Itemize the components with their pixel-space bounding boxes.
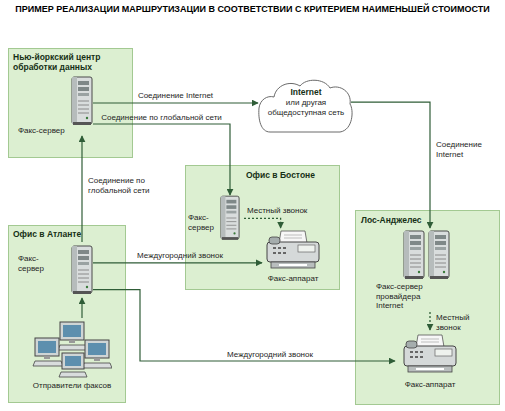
fax-server: Факс-сервер <box>18 242 93 298</box>
fax-machine: Факс-аппарат <box>395 330 465 392</box>
connection-line <box>81 298 82 318</box>
connection-line <box>81 136 82 242</box>
connection-line <box>93 102 258 103</box>
node-label: Факс-сервер провайдера Internet <box>376 282 438 311</box>
connection-label: Местный звонок <box>247 206 327 216</box>
connection-label: Соединение Internet <box>93 91 258 101</box>
server-icon <box>72 246 92 294</box>
fax-machine: Факс-аппарат <box>262 228 324 286</box>
connection-label: Соединение по глобальной сети <box>93 113 230 123</box>
site-box: Офис в АтлантеФакс-серверОтправители фак… <box>8 225 126 403</box>
site-box: Нью-йоркский центр обработки данныхФакс-… <box>8 48 133 158</box>
node-label: Факс-сервер <box>188 213 220 232</box>
node-heading: Internet <box>264 87 348 97</box>
connection-label: Местный звонок <box>436 313 486 332</box>
node-label: Факс-сервер <box>18 126 70 136</box>
node-heading: Лос-Анджелес <box>361 215 441 225</box>
server-icon <box>221 196 239 240</box>
site-box: Лос-АнджелесФакс-сервер провайдера Inter… <box>355 210 500 405</box>
isp-fax-server: Факс-сервер провайдера Internet <box>368 228 468 312</box>
fax-server: Факс-сервер <box>18 76 93 136</box>
server-icon <box>72 77 92 125</box>
server-icon <box>429 231 449 279</box>
connection-line <box>93 290 395 361</box>
site-box: Офис в БостонеФакс-серверФакс-аппарат <box>185 165 340 290</box>
connection-line <box>93 262 262 263</box>
connection-label: Междугородний звонок <box>100 251 260 261</box>
server-icon <box>404 231 424 279</box>
cloud-shape <box>259 80 352 132</box>
node-label: или другая общедоступная сеть <box>266 98 346 117</box>
connection-label: Соединение по глобальной сети <box>88 176 176 195</box>
fax-machine-icon <box>404 335 456 372</box>
fax-server: Факс-сервер <box>188 195 244 247</box>
node-label: Отправители факсов <box>22 381 122 391</box>
node-label: Факс-аппарат <box>262 274 324 284</box>
connection-label: Соединение Internet <box>436 140 500 159</box>
node-label: Факс-аппарат <box>395 380 465 390</box>
node-label: Факс-сервер <box>18 254 60 273</box>
node-heading: Нью-йоркский центр обработки данных <box>13 52 125 72</box>
local-call-line <box>244 218 281 228</box>
fax-senders: Отправители факсов <box>22 318 122 396</box>
connection-label: Междугородний звонок <box>180 350 360 360</box>
connection-line <box>351 102 430 228</box>
node-heading: Офис в Атланте <box>13 229 85 239</box>
node-heading: Офис в Бостоне <box>246 170 338 180</box>
fax-machine-icon <box>267 231 319 268</box>
computers-icon <box>33 322 112 377</box>
network-cloud: Internetили другая общедоступная сеть <box>258 76 354 134</box>
diagram-title: ПРИМЕР РЕАЛИЗАЦИИ МАРШРУТИЗАЦИИ В СООТВЕ… <box>0 4 505 15</box>
local-call-line <box>429 312 430 330</box>
